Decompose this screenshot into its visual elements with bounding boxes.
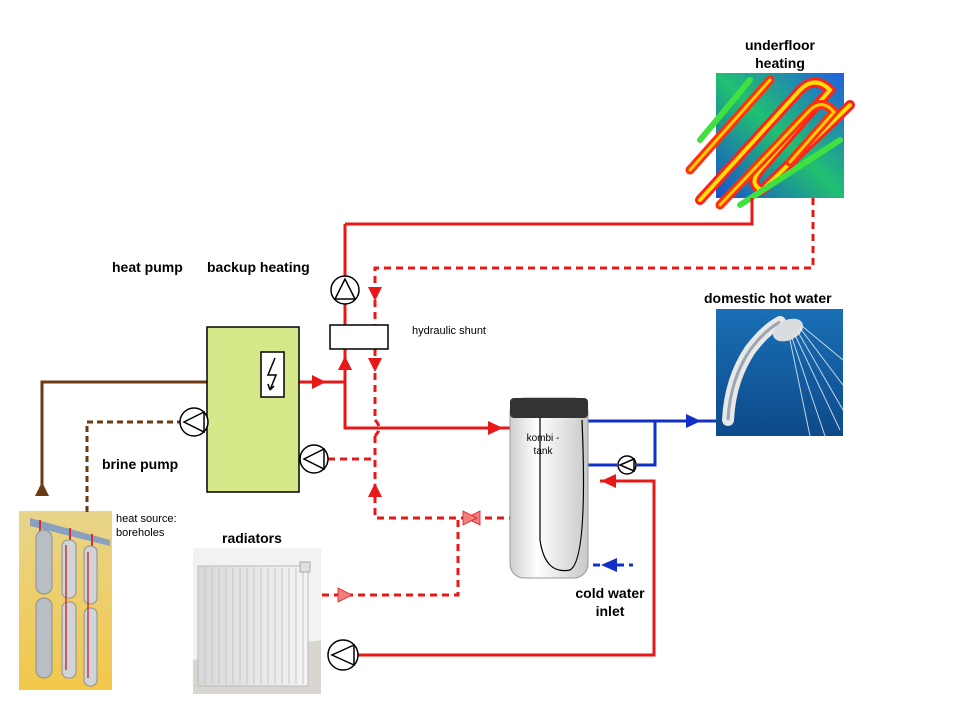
pump-icon: [179, 407, 209, 437]
kombi-label-line1: kombi -: [526, 433, 560, 444]
backup-heating-label: backup heating: [207, 259, 310, 275]
underfloor-label-line1: underfloor: [745, 37, 815, 53]
brine-pipes: [40, 380, 207, 512]
kombi-tank-label: kombi - tank: [521, 432, 565, 458]
supply-pipes: [299, 198, 754, 657]
borehole-image: [19, 511, 112, 690]
shower-image: [716, 309, 844, 437]
hydraulic-shunt: [329, 324, 389, 350]
underfloor-heating-label: underfloor heating: [720, 36, 840, 72]
flow-arrow-icon: [312, 287, 701, 603]
pump-icon: [299, 444, 329, 474]
heat-pump-label: heat pump: [112, 259, 183, 275]
heat-source-label: heat source: boreholes: [116, 512, 177, 540]
radiator-image: [193, 548, 321, 694]
heat-source-line2: boreholes: [116, 527, 165, 539]
kombi-tank: [509, 397, 589, 579]
cold-water-line1: cold water: [575, 585, 645, 601]
heat-source-line1: heat source:: [116, 513, 177, 525]
hydraulic-shunt-label: hydraulic shunt: [412, 325, 486, 337]
cold-water-line2: inlet: [595, 603, 625, 619]
domestic-hot-water-label: domestic hot water: [704, 290, 832, 306]
pump-icon: [330, 275, 360, 305]
flash-icon: [266, 357, 278, 391]
pump-icon: [617, 455, 637, 475]
heat-pump-unit: [206, 326, 300, 493]
brine-flow-arrow: [35, 482, 49, 496]
pump-icon: [327, 639, 359, 671]
radiators-label: radiators: [222, 530, 282, 546]
brine-pump-label: brine pump: [102, 456, 179, 472]
kombi-label-line2: tank: [533, 446, 553, 457]
underfloor-heating-image: [685, 73, 855, 210]
underfloor-label-line2: heating: [755, 55, 805, 71]
cold-water-inlet-label: cold water inlet: [560, 584, 660, 620]
